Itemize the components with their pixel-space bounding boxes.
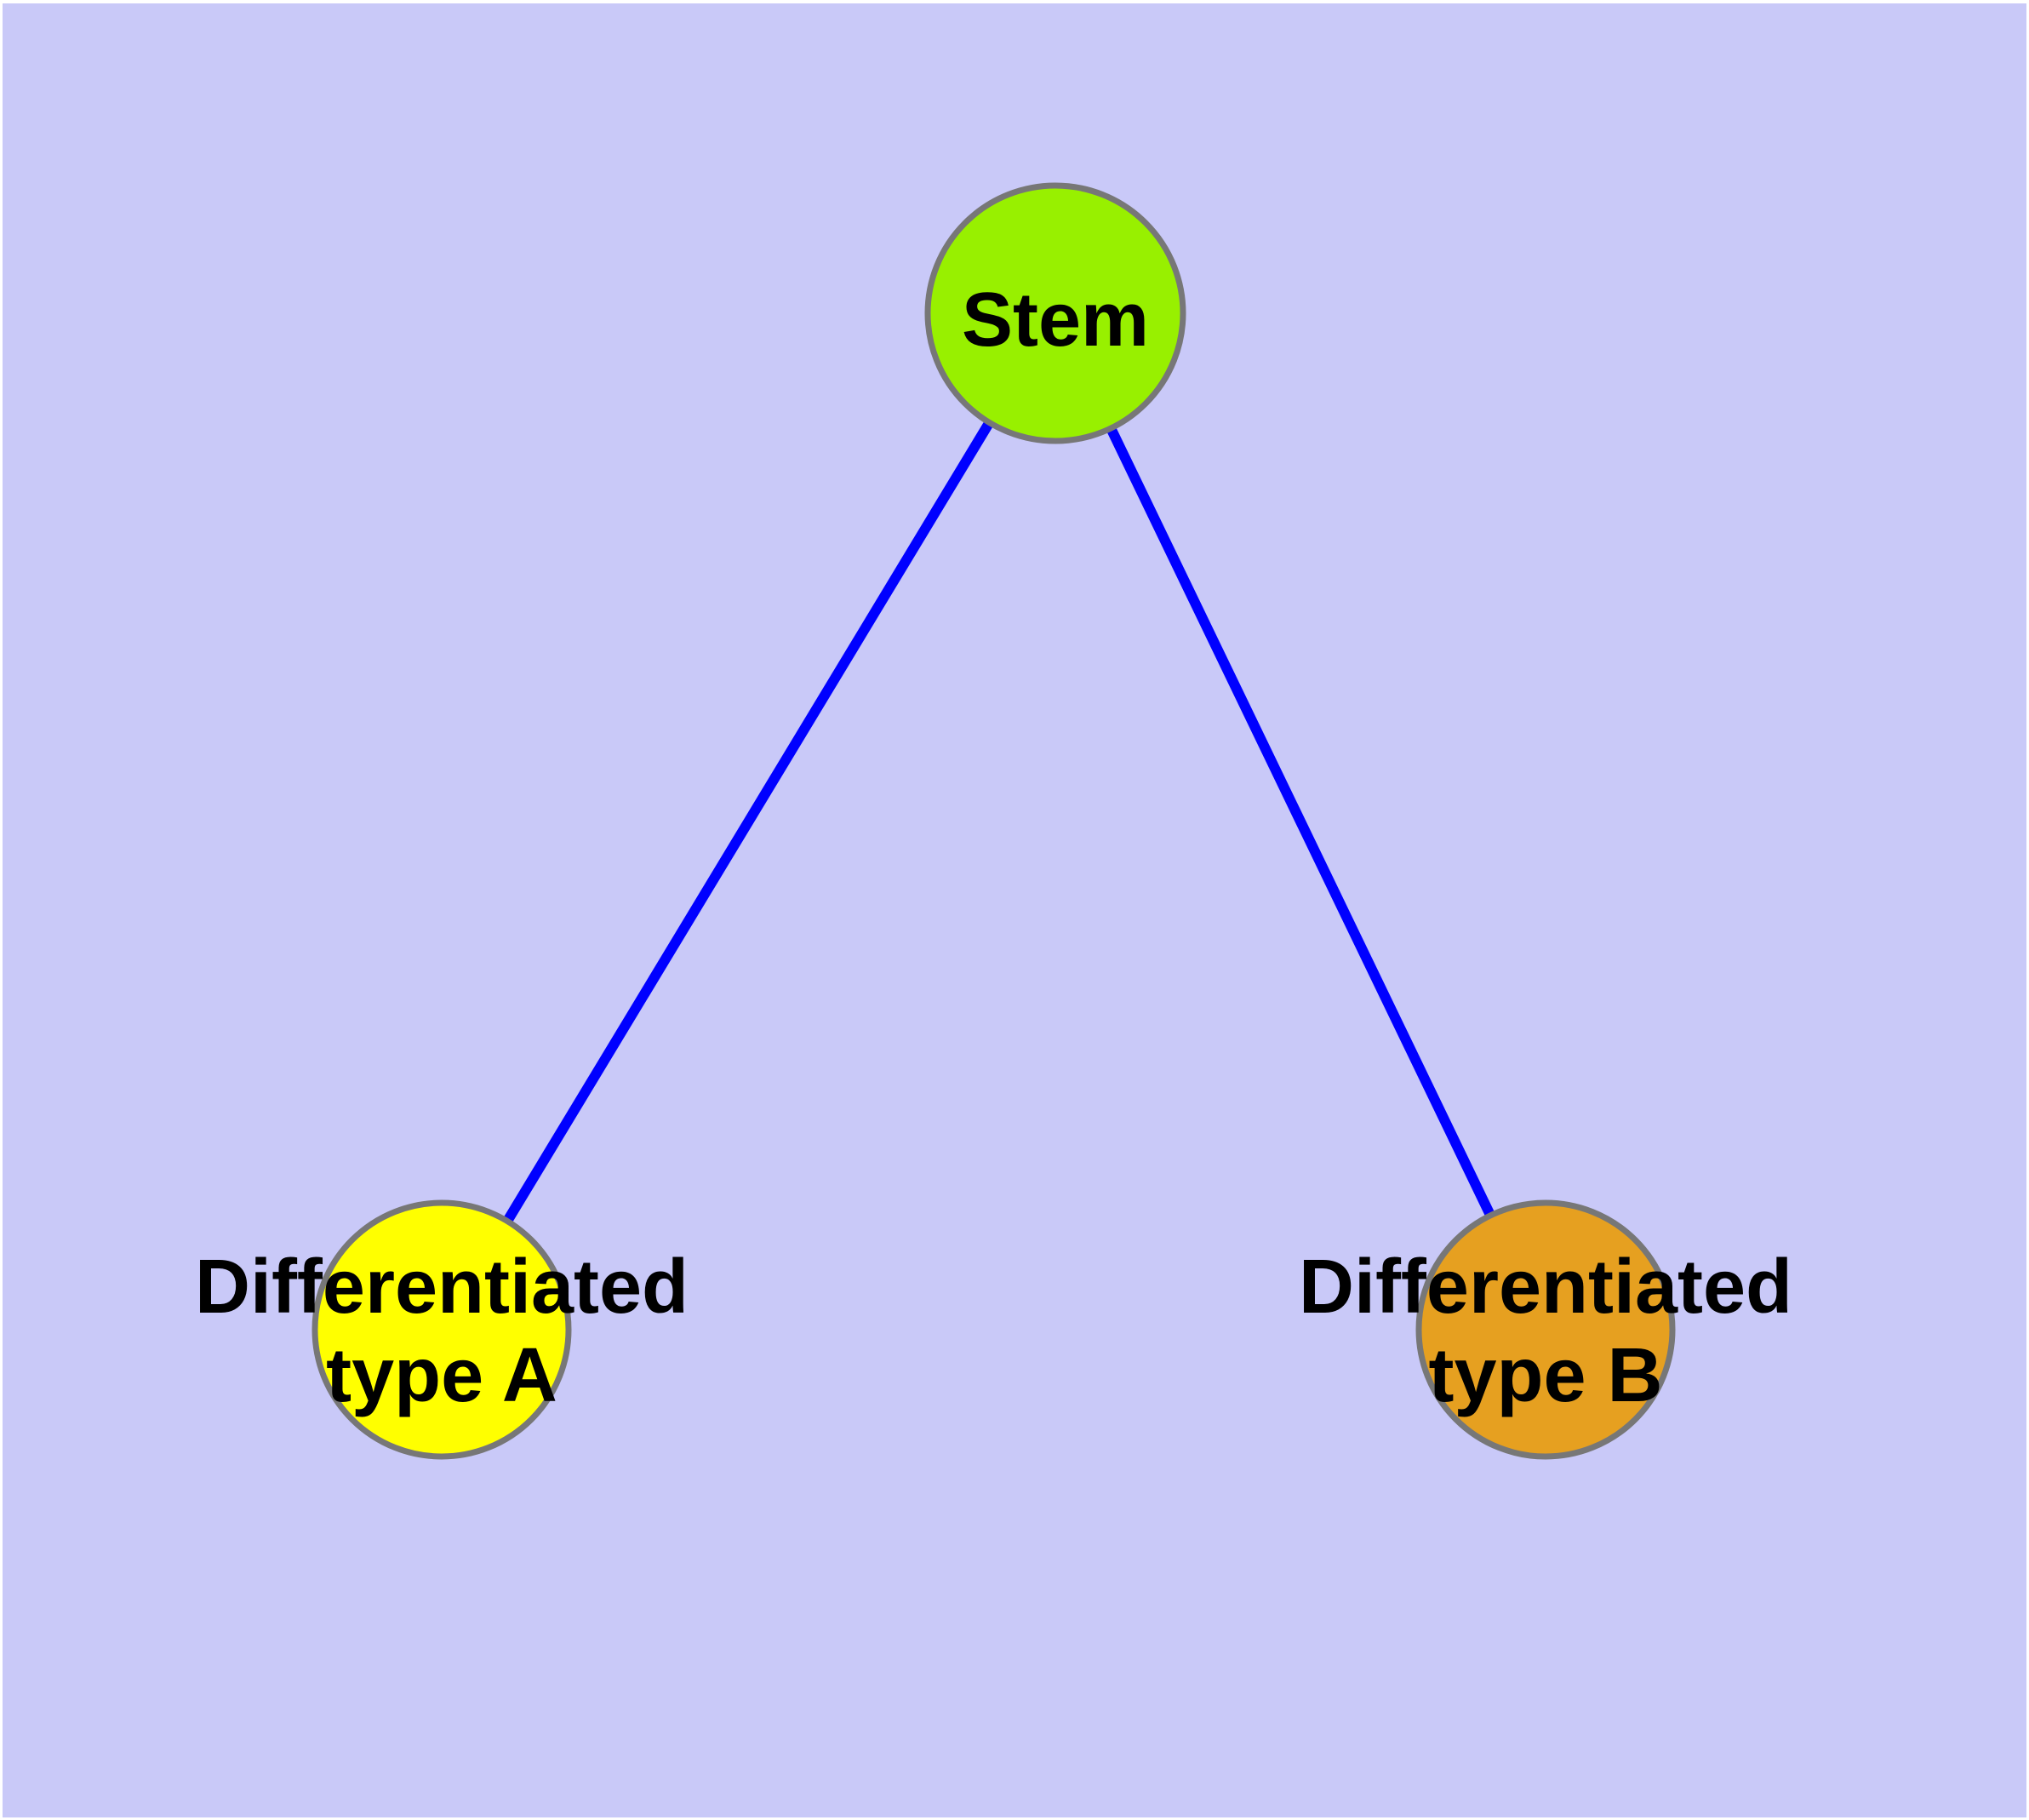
node-type-a-circle[interactable] [311, 1199, 572, 1460]
node-type-b-label-line1: Differentiated [1299, 1245, 1792, 1330]
node-stem-circle[interactable] [924, 182, 1186, 444]
edge-stem-to-type-a [437, 310, 1060, 1333]
node-type-b-circle[interactable] [1415, 1199, 1676, 1460]
node-stem[interactable]: Stem [924, 182, 1186, 444]
node-differentiated-type-a[interactable]: Differentiated type A [195, 1199, 689, 1460]
node-stem-label: Stem [962, 278, 1149, 363]
node-type-a-label-line2: type A [326, 1333, 557, 1418]
node-type-a-label-line1: Differentiated [195, 1245, 689, 1330]
node-differentiated-type-b[interactable]: Differentiated type B [1299, 1199, 1792, 1460]
edge-layer [437, 310, 1551, 1333]
edge-stem-to-type-b [1050, 311, 1551, 1332]
node-type-b-label-line2: type B [1428, 1333, 1662, 1418]
